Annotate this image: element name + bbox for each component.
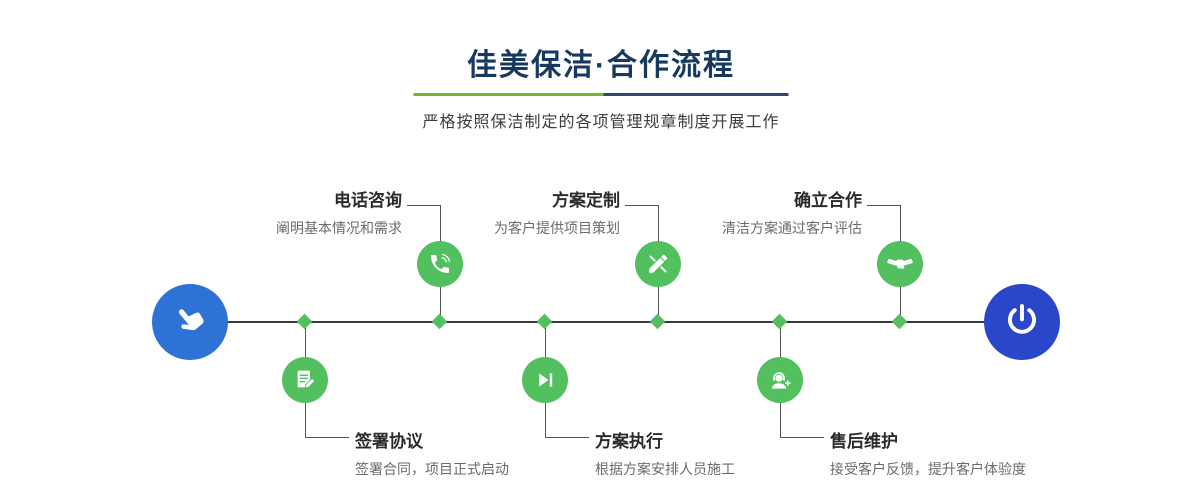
step-desc: 接受客户反馈，提升客户体验度 [830,461,1026,477]
pointer-hand-icon [170,300,210,345]
timeline-diamond [649,313,666,330]
connector-line [440,287,441,317]
step-label: 售后维护 接受客户反馈，提升客户体验度 [830,427,1120,479]
step-label: 确立合作 清洁方案通过客户评估 [652,186,862,238]
timeline-diamond [771,313,788,330]
step-label: 方案定制 为客户提供项目策划 [410,186,620,238]
timeline-diamond [296,313,313,330]
connector-line [780,327,781,357]
end-node [984,284,1060,360]
connector-line [545,327,546,357]
connector-line [440,205,441,242]
phone-icon [417,241,463,287]
step-title: 签署协议 [355,432,423,451]
connector-line [305,403,306,437]
page-title: 佳美保洁·合作流程 [467,49,735,82]
divider-green-segment [413,93,604,96]
power-icon [1003,301,1041,344]
step-title: 售后维护 [830,432,898,451]
connector-line [658,205,659,242]
step-label: 方案执行 根据方案安排人员施工 [595,427,885,479]
timeline-diamond [536,313,553,330]
step-desc: 签署合同，项目正式启动 [355,461,509,477]
page-subtitle: 严格按照保洁制定的各项管理规章制度开展工作 [422,114,780,131]
start-node [152,284,228,360]
connector-line [867,205,900,206]
connector-line [900,287,901,317]
connector-line [545,403,546,437]
connector-line [545,437,589,438]
design-tools-icon [635,241,681,287]
step-desc: 根据方案安排人员施工 [595,461,735,477]
connector-line [780,403,781,437]
step-label: 签署协议 签署合同，项目正式启动 [355,427,645,479]
connector-line [407,205,440,206]
timeline-diamond [431,313,448,330]
connector-line [780,437,824,438]
step-title: 方案执行 [595,432,663,451]
title-divider [413,93,789,96]
step-desc: 为客户提供项目策划 [494,220,620,236]
connector-line [625,205,658,206]
step-desc: 阐明基本情况和需求 [276,220,402,236]
connector-line [305,437,349,438]
contract-icon [282,357,328,403]
step-desc: 清洁方案通过客户评估 [722,220,862,236]
connector-line [305,327,306,357]
step-title: 方案定制 [552,191,620,210]
step-title: 电话咨询 [334,191,402,210]
handshake-icon [877,241,923,287]
connector-line [900,205,901,242]
connector-line [658,287,659,317]
step-title: 确立合作 [794,191,862,210]
step-label: 电话咨询 阐明基本情况和需求 [192,186,402,238]
play-forward-icon [522,357,568,403]
timeline-diamond [891,313,908,330]
headset-support-icon [757,357,803,403]
timeline-line [190,321,1022,323]
divider-navy-segment [603,93,789,96]
